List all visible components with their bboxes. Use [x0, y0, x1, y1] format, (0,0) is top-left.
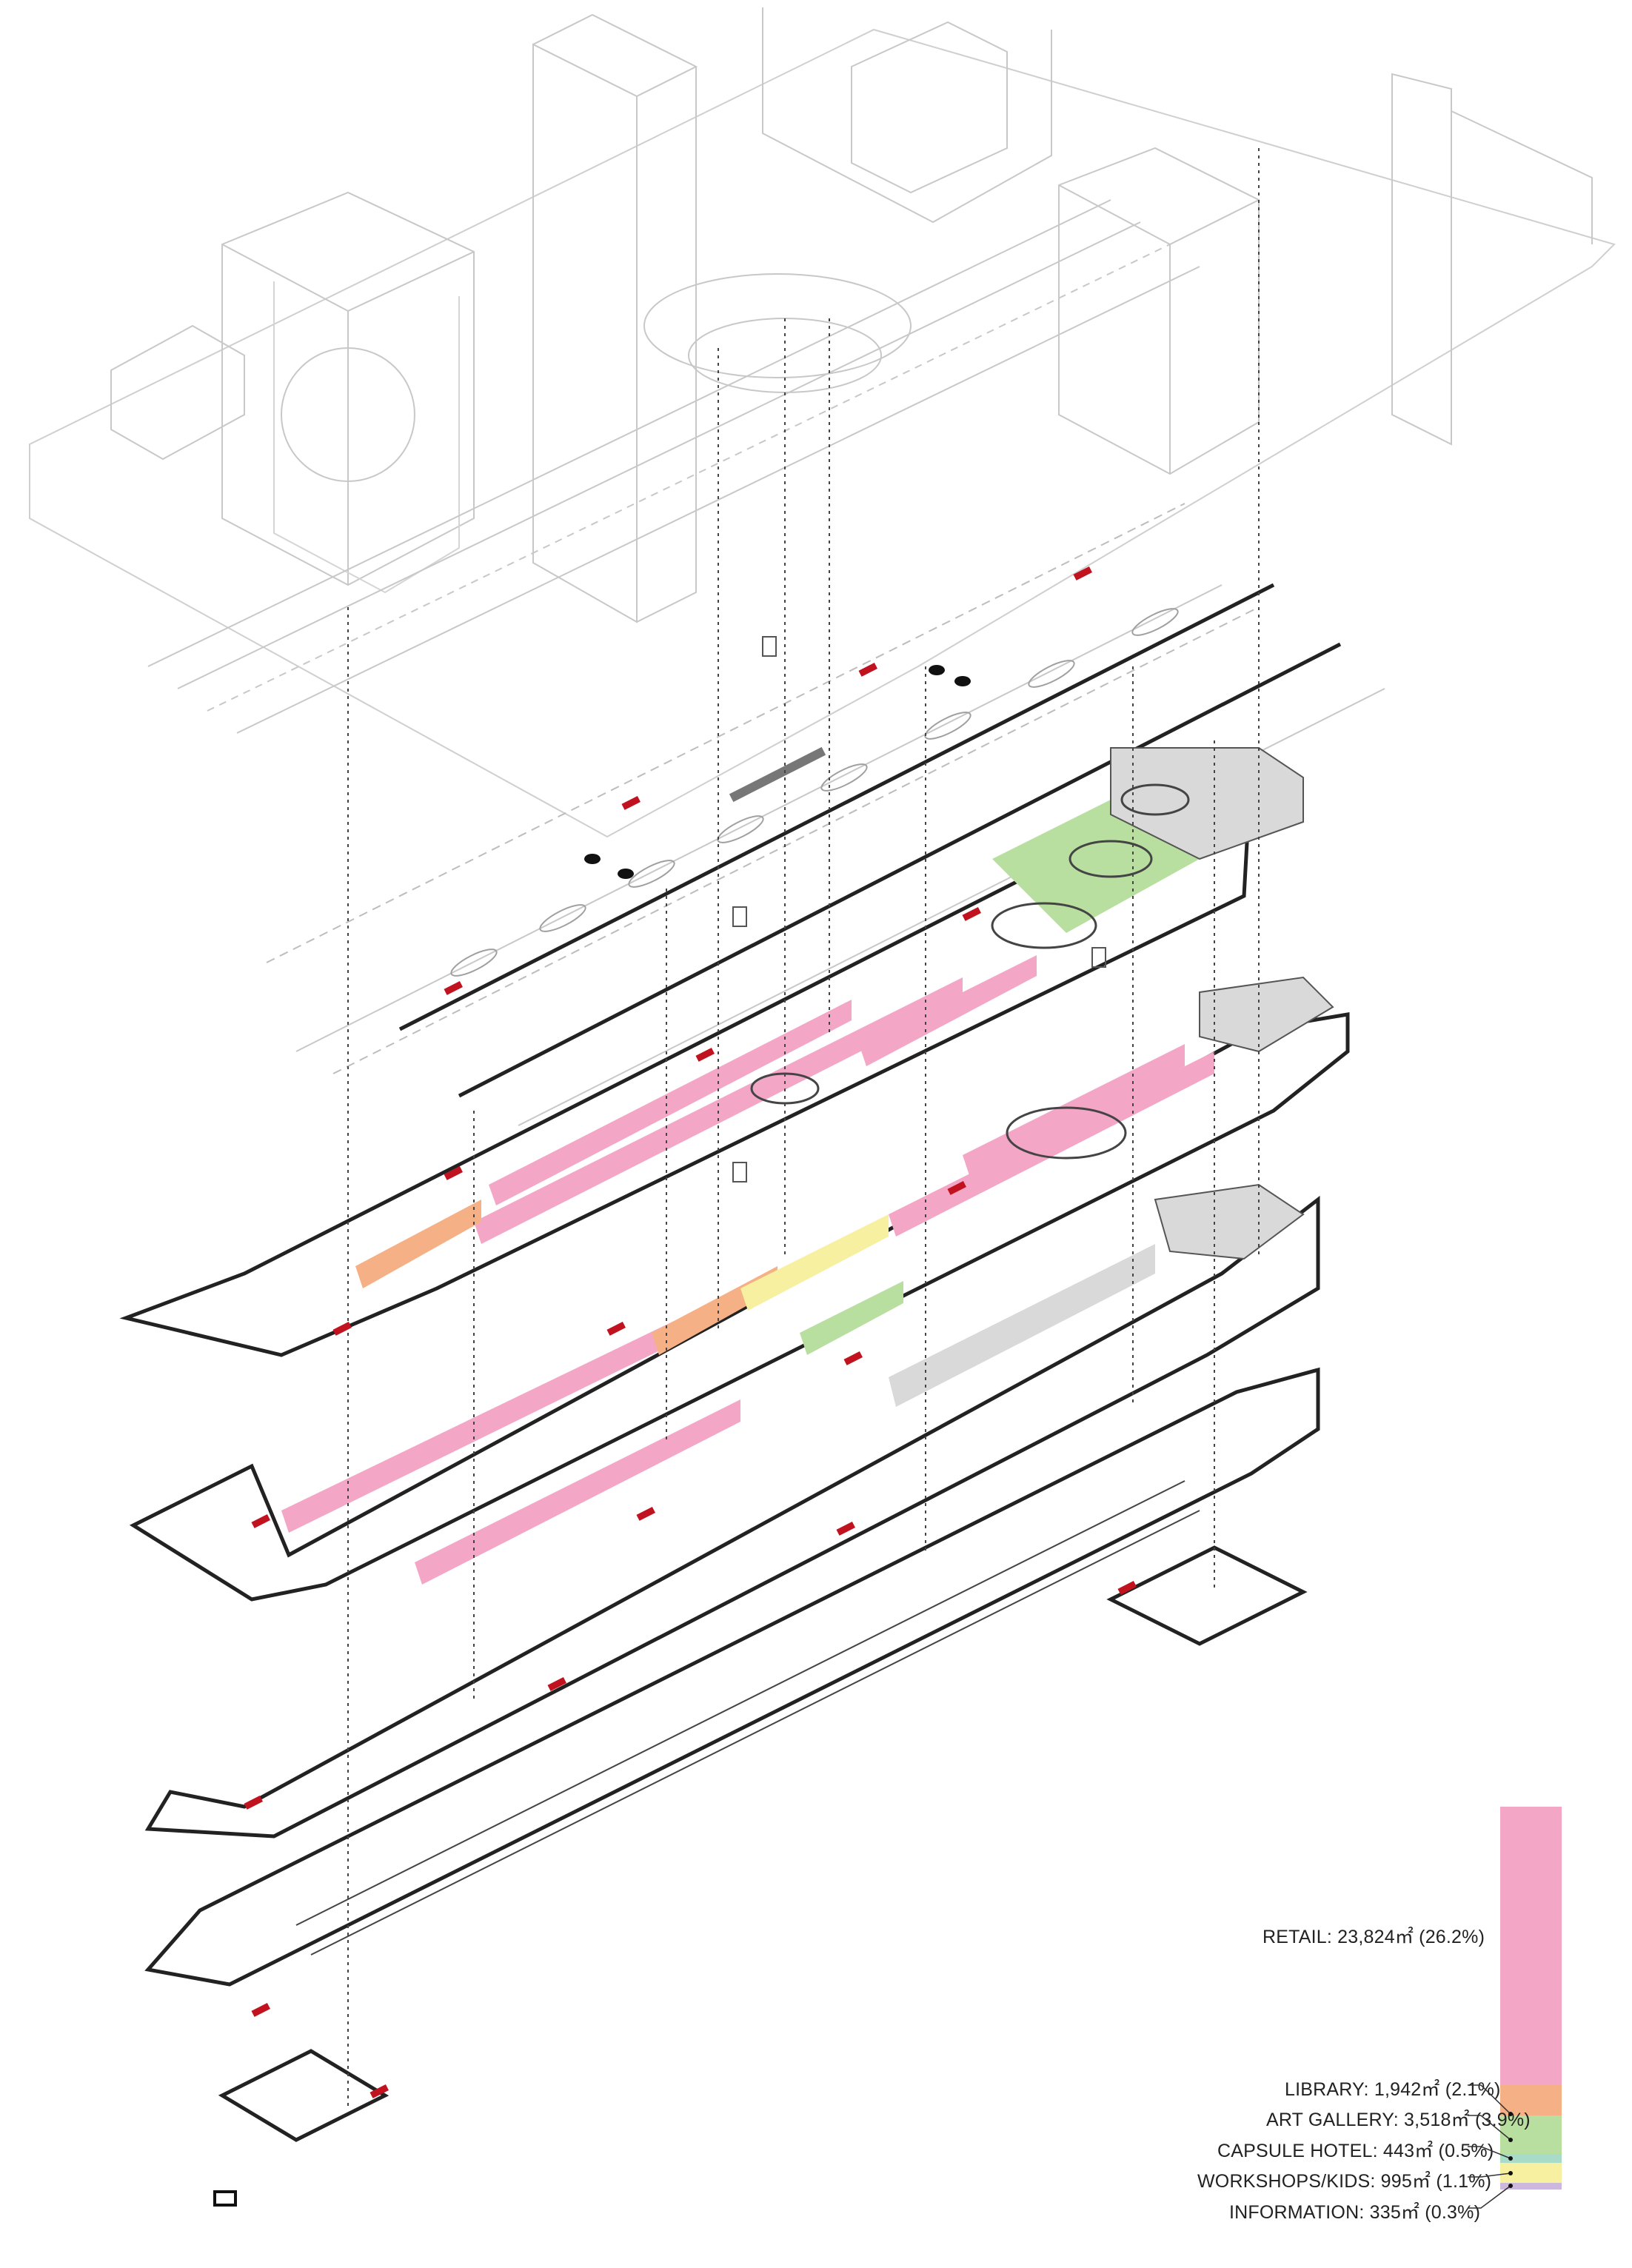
legend-bar-information	[1500, 2183, 1562, 2190]
legend-label-library: LIBRARY: 1,942㎡ (2.1%)	[1285, 2079, 1501, 2100]
accessible-icon	[762, 636, 777, 657]
legend-label-retail: RETAIL: 23,824㎡ (26.2%)	[1263, 1927, 1485, 1947]
elevator-icon	[584, 665, 971, 879]
vertical-connectors	[347, 148, 1260, 2110]
level-road-deck	[266, 503, 1385, 1126]
city-context	[29, 7, 1616, 838]
legend-bar-art-gallery	[1500, 2115, 1562, 2154]
legend-bar-retail	[1500, 1807, 1562, 2084]
legend-leaders	[1468, 2084, 1513, 2209]
level-platform	[144, 1367, 1320, 2142]
legend-label-capsule-hotel: CAPSULE HOTEL: 443㎡ (0.5%)	[1217, 2141, 1494, 2161]
legend-bar-capsule-hotel	[1500, 2154, 1562, 2163]
legend-label-workshops-kids: WORKSHOPS/KIDS: 995㎡ (1.1%)	[1197, 2171, 1492, 2192]
escalator-icon	[213, 2190, 237, 2207]
restroom-icon	[732, 906, 1106, 1182]
legend-bar-library	[1500, 2084, 1562, 2115]
entrance-markers	[244, 566, 1137, 2098]
level-mid-concourse	[129, 976, 1350, 1602]
legend-label-information: INFORMATION: 335㎡ (0.3%)	[1229, 2202, 1481, 2223]
level-lower-concourse	[144, 1183, 1320, 1839]
